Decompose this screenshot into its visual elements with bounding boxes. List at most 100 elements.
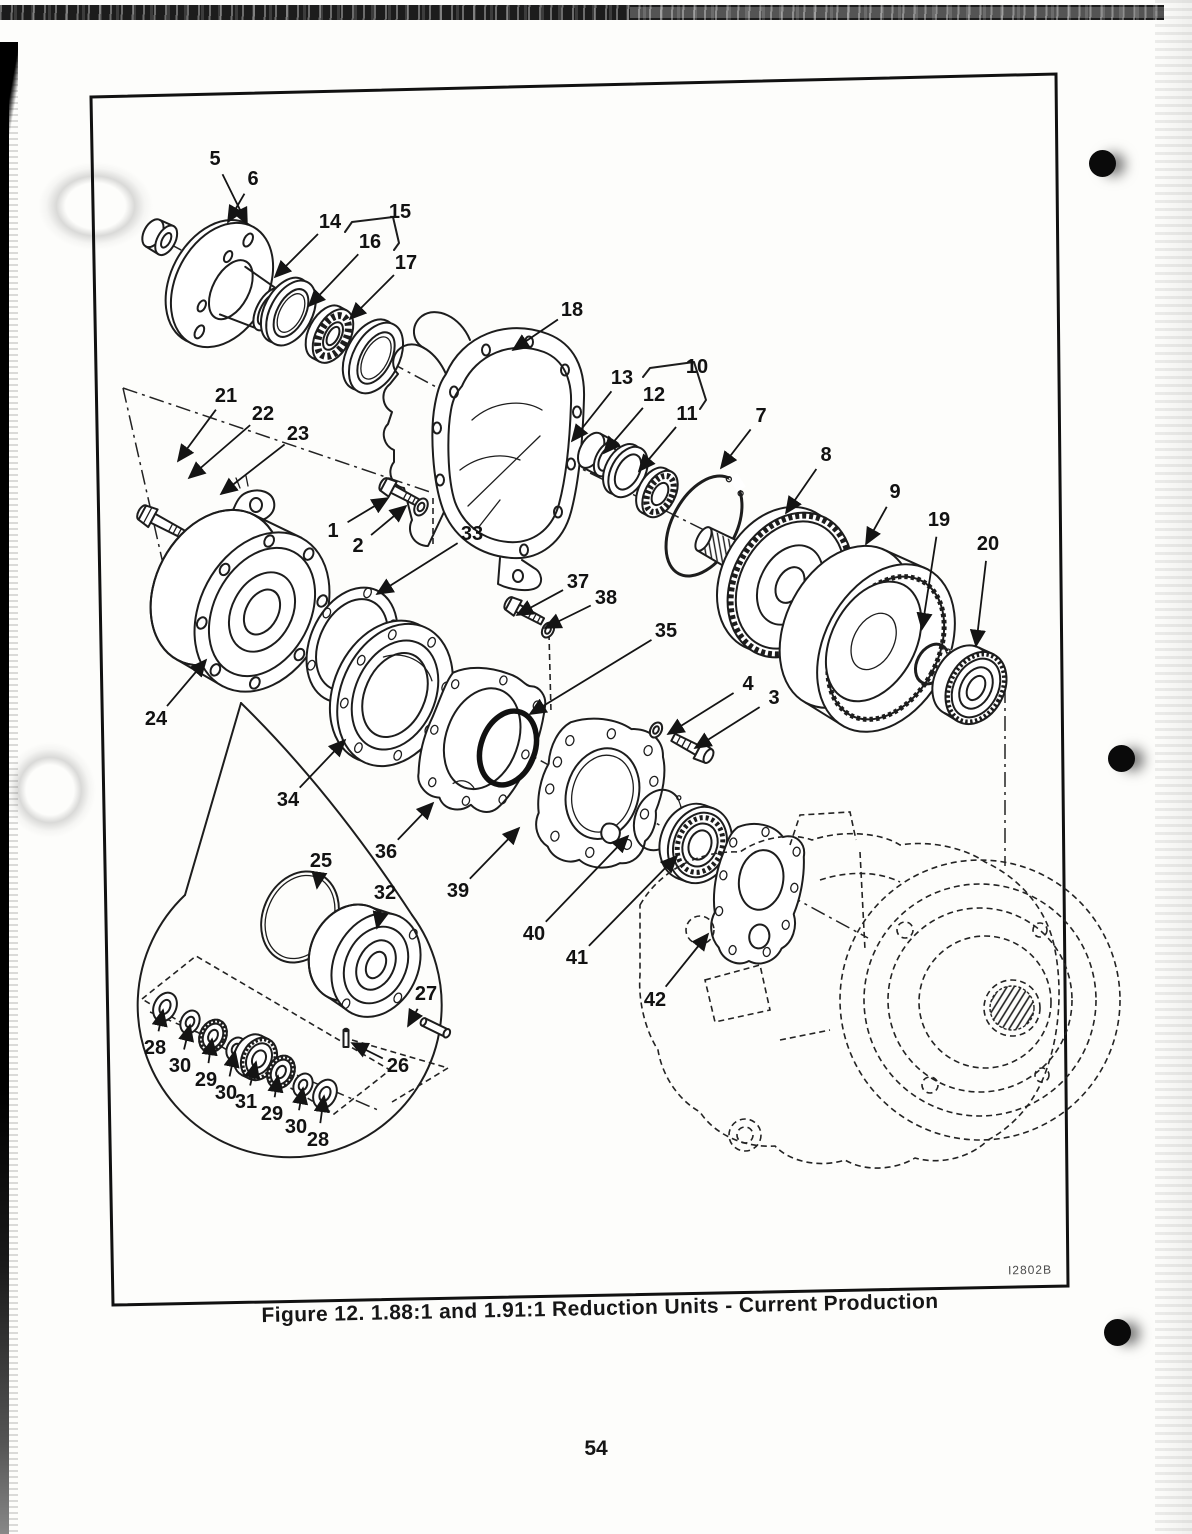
- callout-label-35: 35: [655, 620, 677, 642]
- callout-25: 25: [310, 850, 332, 890]
- leader-line-40: [545, 834, 630, 923]
- leader-line-19: [916, 536, 938, 631]
- callout-1: 1: [327, 497, 390, 542]
- leader-line-26: [350, 1042, 384, 1060]
- leader-line-27: [407, 1007, 424, 1028]
- callout-label-1: 1: [327, 520, 338, 542]
- callout-3: 3: [693, 687, 780, 749]
- callout-label-33: 33: [461, 523, 483, 545]
- leader-line-42: [664, 932, 710, 988]
- callout-13: 13: [570, 367, 633, 443]
- part-5-nut: [141, 218, 179, 257]
- leader-line-38: [543, 604, 592, 629]
- callout-label-3: 3: [768, 687, 779, 709]
- callout-29: 29: [195, 1037, 218, 1091]
- leader-line-8: [784, 468, 818, 515]
- leader-line-18: [511, 318, 559, 352]
- part-4-washer: [648, 721, 664, 739]
- callout-6: 6: [227, 168, 259, 224]
- callout-label-2: 2: [352, 535, 363, 557]
- callout-label-38: 38: [595, 587, 617, 609]
- callout-39: 39: [447, 826, 521, 902]
- ink-dot-top: [1089, 150, 1116, 177]
- callout-label-39: 39: [447, 880, 469, 902]
- callout-label-8: 8: [820, 444, 831, 466]
- callout-label-9: 9: [889, 481, 900, 503]
- callout-label-28: 28: [307, 1129, 329, 1151]
- leader-line-2: [370, 504, 408, 536]
- callout-label-34: 34: [277, 789, 300, 811]
- scan-smudge-upper: [38, 162, 153, 250]
- part-32-planet-carrier: [307, 903, 422, 1018]
- callout-label-10: 10: [686, 356, 708, 378]
- callout-24: 24: [145, 658, 208, 730]
- callout-label-15: 15: [389, 201, 411, 223]
- leader-line-7: [719, 428, 752, 470]
- callout-23: 23: [219, 423, 309, 496]
- callout-label-12: 12: [643, 384, 665, 406]
- part-41-bearing: [658, 802, 734, 885]
- callout-30: 30: [169, 1023, 195, 1077]
- leader-line-22: [187, 424, 251, 480]
- leader-line-25: [311, 870, 328, 890]
- leader-line-16: [307, 253, 359, 308]
- part-39-retainer-plate: [535, 717, 666, 869]
- callout-label-40: 40: [523, 923, 545, 945]
- scan-smudge-lower: [4, 742, 96, 838]
- leader-line-30: [292, 1086, 309, 1111]
- callout-label-4: 4: [742, 673, 754, 695]
- leader-line-31: [244, 1060, 260, 1086]
- part-30-washer-a: [179, 1009, 201, 1035]
- leader-line-29: [267, 1074, 284, 1098]
- callout-label-18: 18: [561, 299, 583, 321]
- callout-label-11: 11: [676, 403, 697, 425]
- scan-edge-band-top: [0, 5, 1164, 20]
- callout-label-6: 6: [247, 168, 258, 190]
- leader-line-30: [223, 1049, 240, 1077]
- leader-line-39: [469, 826, 521, 880]
- callout-41: 41: [566, 854, 679, 969]
- leader-line-9: [865, 506, 888, 546]
- part-42-gasket: [710, 823, 806, 965]
- callout-7: 7: [719, 405, 767, 470]
- part-24-brake-drum: [149, 508, 331, 693]
- callout-8: 8: [784, 444, 832, 515]
- callout-label-21: 21: [215, 385, 237, 407]
- callout-label-17: 17: [395, 252, 417, 274]
- callout-label-27: 27: [415, 983, 437, 1005]
- callout-22: 22: [187, 403, 274, 480]
- callout-12: 12: [602, 384, 665, 455]
- leader-line-23: [219, 443, 286, 496]
- leader-line-1: [347, 497, 390, 524]
- callout-5: 5: [209, 148, 248, 226]
- callout-label-16: 16: [359, 231, 381, 253]
- callout-17: 17: [348, 252, 417, 321]
- callout-label-42: 42: [644, 989, 666, 1011]
- part-21-bolt: [136, 504, 189, 540]
- part-27-pin: [419, 1017, 452, 1039]
- leader-line-36: [397, 801, 435, 841]
- leader-line-28: [151, 1008, 168, 1032]
- callout-label-29: 29: [261, 1103, 283, 1125]
- part-12-bearing-race: [602, 443, 649, 499]
- page-number: 54: [584, 1437, 608, 1460]
- binding-shadow-wedge: [0, 42, 18, 137]
- callout-37: 37: [515, 571, 589, 616]
- callout-9: 9: [865, 481, 901, 546]
- callout-34: 34: [277, 738, 347, 811]
- callout-label-26: 26: [387, 1055, 409, 1077]
- callout-29: 29: [261, 1074, 284, 1125]
- callout-28: 28: [307, 1094, 330, 1151]
- callout-10: 10: [686, 356, 708, 378]
- callout-label-31: 31: [235, 1091, 257, 1113]
- callout-label-22: 22: [252, 403, 274, 425]
- leader-line-28: [313, 1094, 330, 1124]
- callout-11: 11: [637, 403, 698, 473]
- callout-19: 19: [916, 509, 950, 631]
- part-28-washer-left: [152, 991, 178, 1023]
- callout-35: 35: [528, 620, 677, 715]
- callout-40: 40: [523, 834, 630, 945]
- leader-line-20: [969, 560, 987, 648]
